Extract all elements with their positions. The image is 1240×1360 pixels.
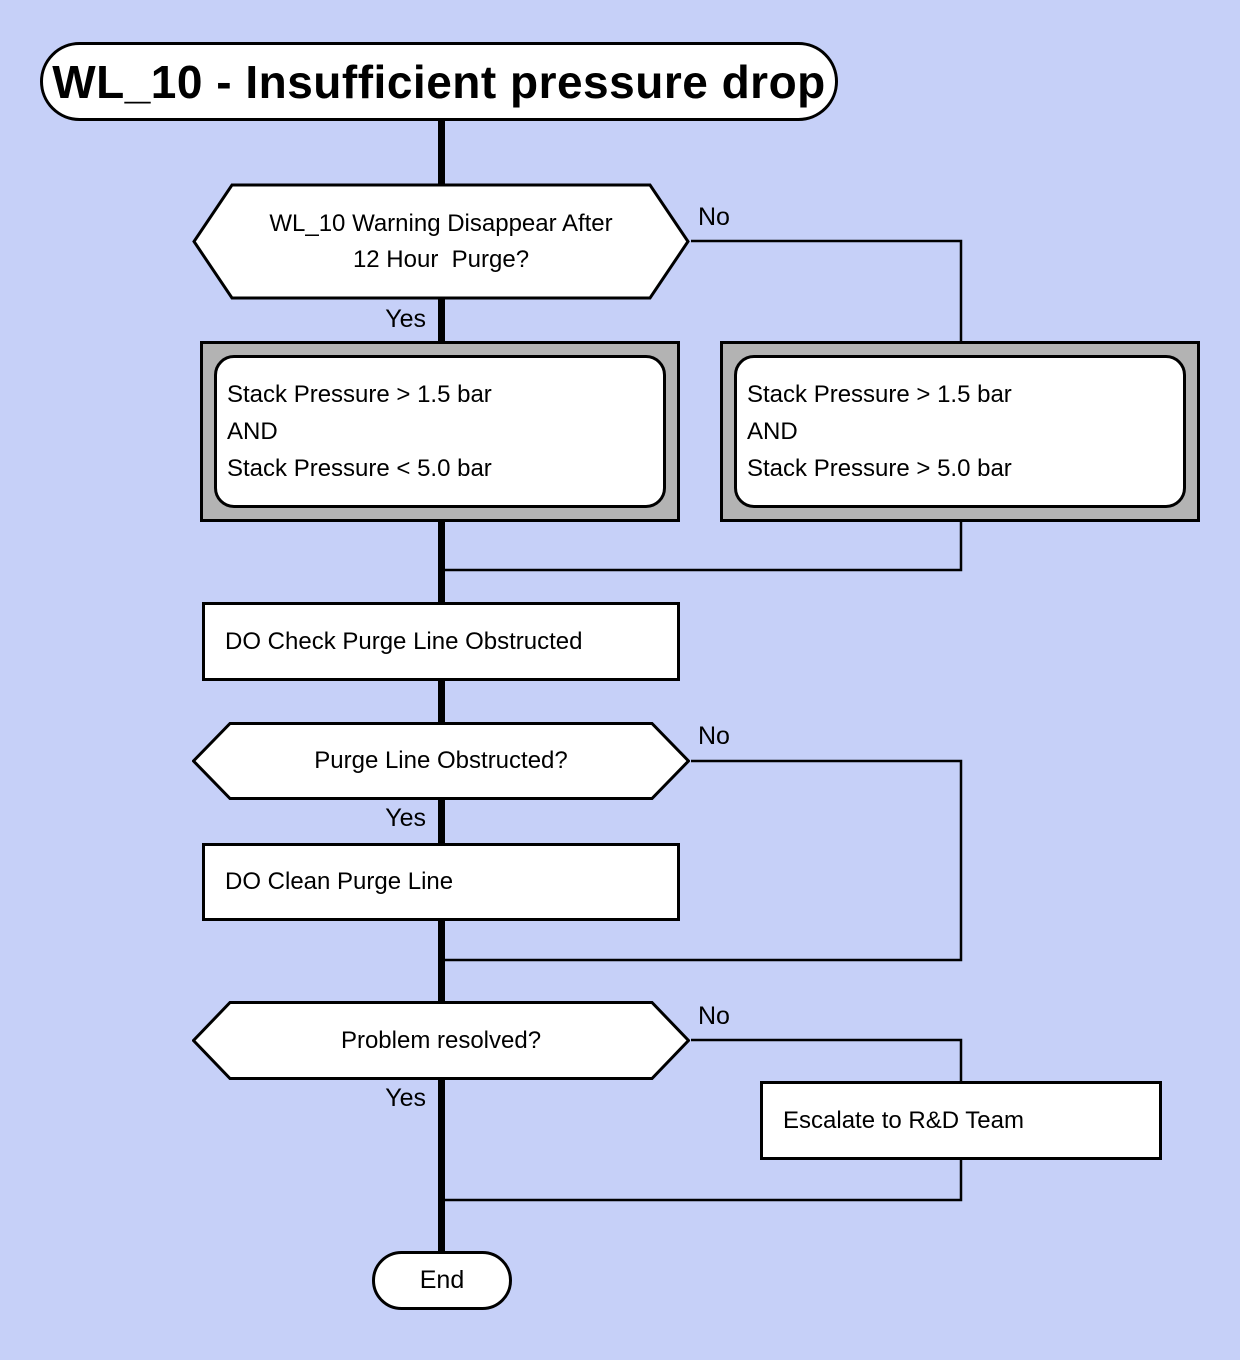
decision-obstructed-label: Purge Line Obstructed? [314,747,568,774]
start-node: WL_10 - Insufficient pressure drop [40,42,838,121]
decision-warning-label: WL_10 Warning Disappear After 12 Hour Pu… [269,209,613,273]
condition-box-right: Stack Pressure > 1.5 bar AND Stack Press… [720,341,1200,522]
edge-label-warning-yes: Yes [385,305,426,333]
decision-purge-line-obstructed: Purge Line Obstructed? [192,722,690,800]
edge-label-obstructed-yes: Yes [385,804,426,832]
edge-resolved-no [691,1038,963,1083]
page-title: WL_10 - Insufficient pressure drop [52,55,826,108]
decision-problem-resolved: Problem resolved? [192,1001,690,1080]
condition-box-left-text: Stack Pressure > 1.5 bar AND Stack Press… [214,355,666,508]
decision-resolved-label: Problem resolved? [340,1026,542,1054]
condition-box-right-text: Stack Pressure > 1.5 bar AND Stack Press… [734,355,1186,508]
edge-label-obstructed-no: No [698,722,730,750]
hexagon-shape [192,183,690,300]
edge-label-resolved-yes: Yes [385,1084,426,1112]
edge-obstructed-no [440,759,963,962]
edge-label-warning-no: No [698,203,730,231]
end-node: End [372,1251,512,1310]
condition-box-left: Stack Pressure > 1.5 bar AND Stack Press… [200,341,680,522]
edge-condition-right-merge [440,520,963,572]
hexagon-shape [192,722,690,800]
process-clean-purge-line: DO Clean Purge Line [202,843,680,921]
edge-warning-no [691,239,963,343]
edge-label-resolved-no: No [698,1002,730,1030]
edge-escalate-merge [440,1158,963,1202]
decision-warning-disappear: WL_10 Warning Disappear After 12 Hour Pu… [192,183,690,300]
process-check-purge-line: DO Check Purge Line Obstructed [202,602,680,681]
hexagon-shape [192,1001,690,1080]
process-escalate-rd-team: Escalate to R&D Team [760,1081,1162,1160]
